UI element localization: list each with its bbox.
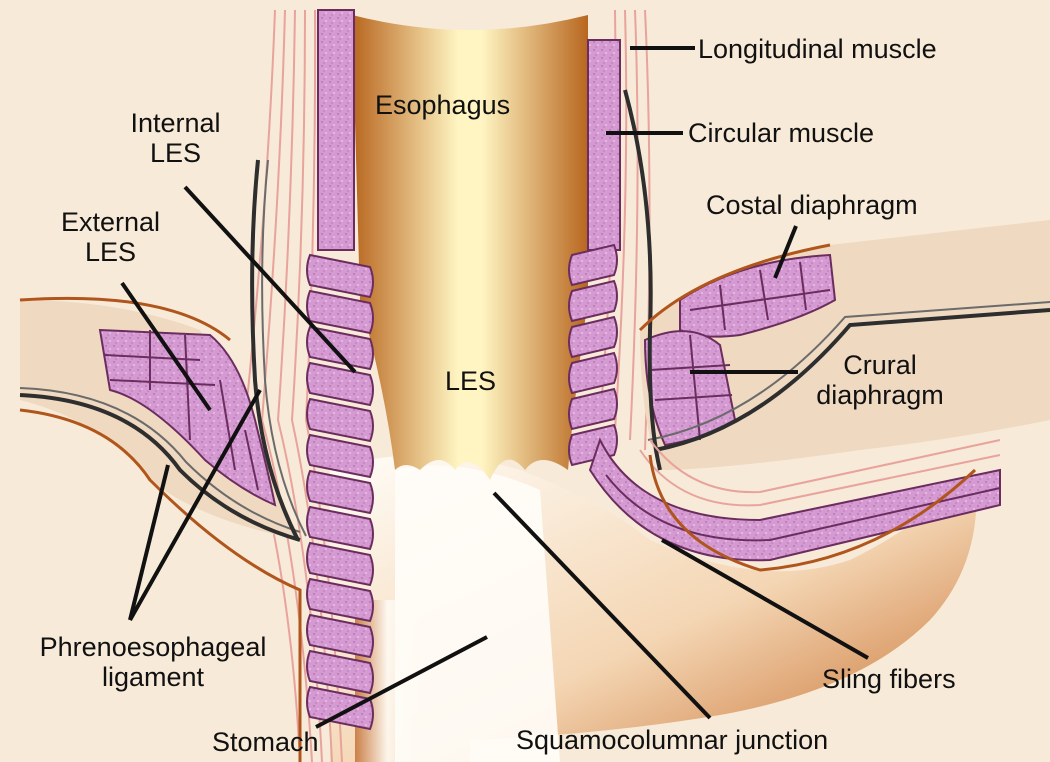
label-esophagus: Esophagus <box>375 90 510 120</box>
label-internal-les: Internal LES <box>108 108 243 168</box>
label-stomach: Stomach <box>212 727 319 757</box>
label-circular-muscle: Circular muscle <box>688 118 874 148</box>
label-longitudinal-muscle: Longitudinal muscle <box>698 34 937 64</box>
label-phrenoesophageal-ligament: Phrenoesophageal ligament <box>8 632 298 692</box>
esophageal-lumen <box>352 15 588 480</box>
label-external-les: External LES <box>38 207 183 267</box>
label-squamocolumnar-junction: Squamocolumnar junction <box>516 725 828 755</box>
label-sling-fibers: Sling fibers <box>822 664 956 694</box>
label-crural-diaphragm: Crural diaphragm <box>800 350 960 410</box>
label-les: LES <box>445 366 496 396</box>
label-costal-diaphragm: Costal diaphragm <box>706 190 918 220</box>
